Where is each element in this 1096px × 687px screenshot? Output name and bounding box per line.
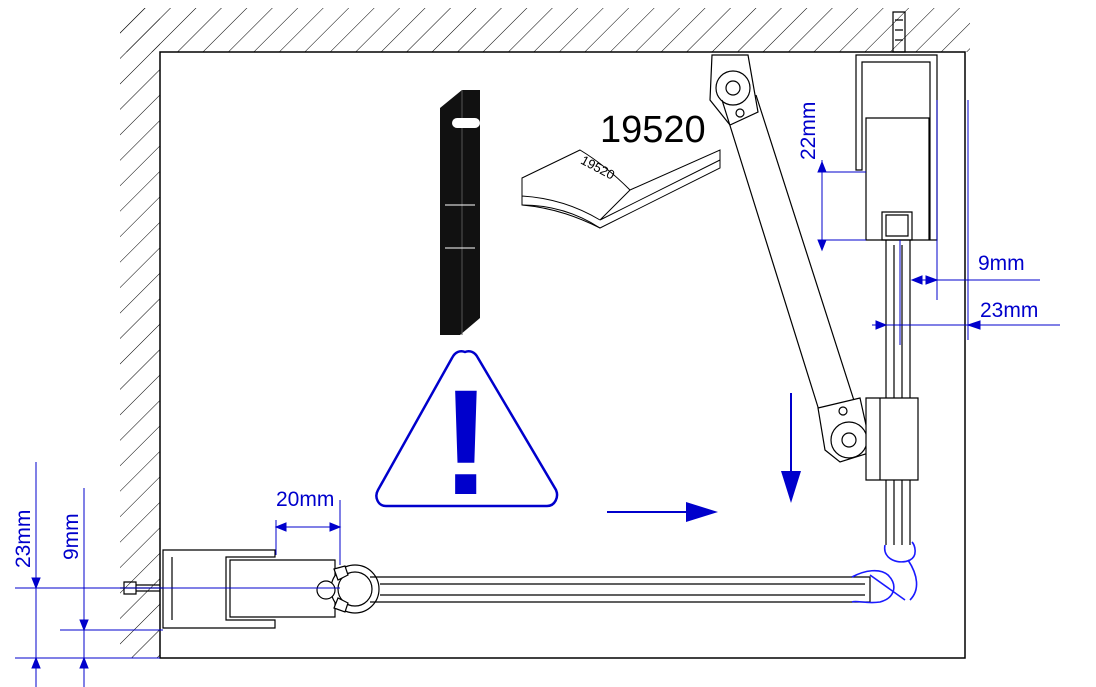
dim-20mm-label: 20mm: [276, 488, 334, 511]
arrow-right-icon: [607, 502, 718, 522]
dim-23mm-right-label: 23mm: [980, 299, 1038, 322]
dimension-lines: [15, 100, 1060, 687]
corner-seal: [851, 541, 918, 604]
hinge-bottom: [817, 397, 919, 481]
warning-triangle-icon: !: [375, 350, 559, 526]
shower-floor-area: [159, 51, 966, 659]
door-leaf: [721, 94, 859, 421]
arrow-down-icon: [781, 393, 801, 503]
bottom-glass-panel: [370, 576, 871, 603]
glass-panel-sample-icon: [440, 90, 480, 335]
hinge-top: [709, 54, 759, 126]
wall-hatching: [120, 8, 970, 658]
dim-9mm-left-label: 9mm: [60, 513, 83, 560]
right-glass-panel: [885, 240, 911, 545]
hinge-left: [316, 564, 380, 614]
dim-22mm-label: 22mm: [797, 102, 820, 160]
part-number: 19520: [600, 109, 706, 151]
warning-symbol: !: [441, 358, 491, 526]
dim-23mm-left-label: 23mm: [12, 510, 35, 568]
dim-9mm-right-label: 9mm: [978, 252, 1025, 275]
